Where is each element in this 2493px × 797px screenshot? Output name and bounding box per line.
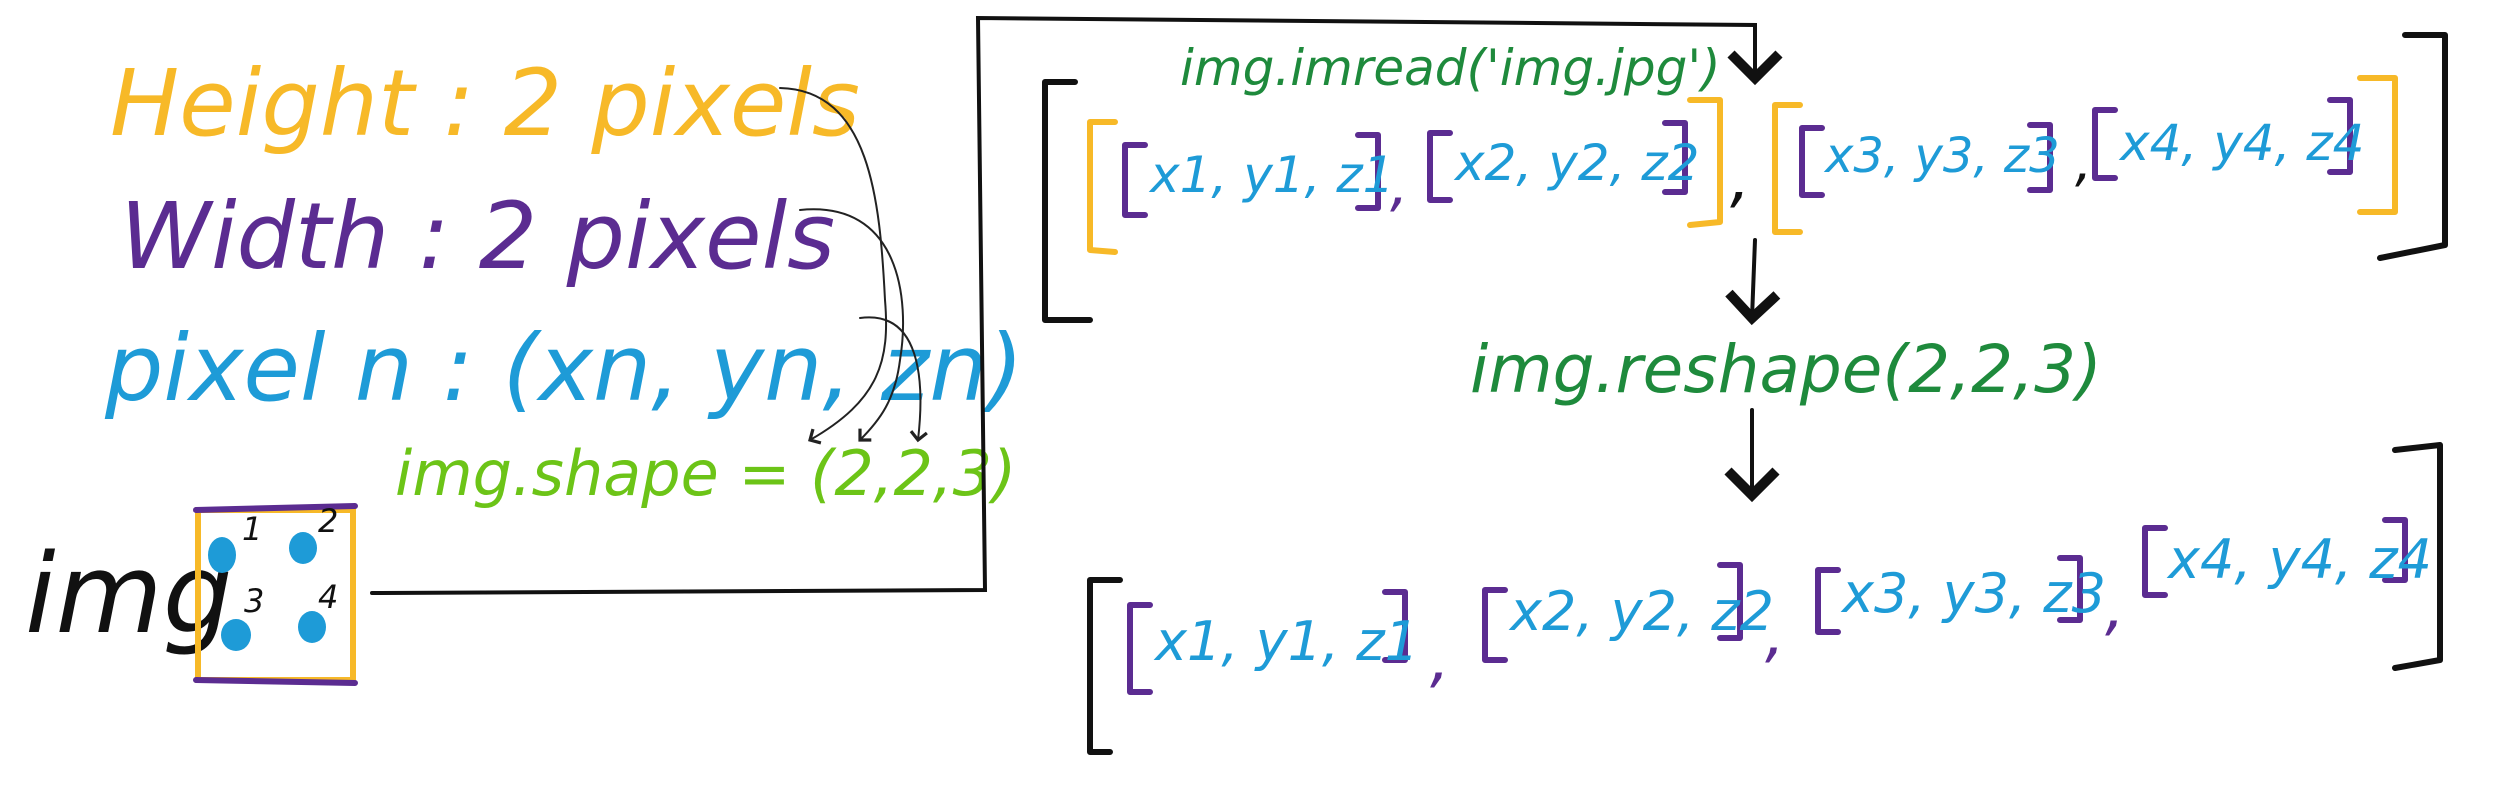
- pixel-label: pixel n : (xn, yn, zn): [104, 315, 1023, 422]
- height-label: Height : 2 pixels: [110, 50, 860, 157]
- width-label: Width : 2 pixels: [120, 183, 835, 290]
- arrow-to-reshape: [1725, 238, 1781, 326]
- top-row2-bracket-right: [2357, 75, 2398, 215]
- imread-label: img.imread('img.jpg'): [1180, 39, 1721, 97]
- bottom-outer-bracket-left: [1087, 577, 1123, 755]
- pixel-dot-4: [298, 611, 326, 643]
- top-outer-bracket-right: [2377, 32, 2448, 261]
- pixel-number-3: 3: [244, 582, 264, 620]
- top-outer-bracket-left: [1042, 79, 1093, 323]
- bottom-pixel-1: x1, y1, z1: [1153, 610, 1419, 673]
- pixel-dot-2: [289, 532, 317, 564]
- top-row2-bracket-left: [1772, 102, 1803, 235]
- top-row1-bracket-left: [1087, 119, 1118, 255]
- bottom-pixel-2: x2, y2, z2: [1508, 580, 1774, 643]
- top-row1-sep-inner: ,: [1390, 151, 1408, 219]
- height-to-shape-arrow: [779, 87, 888, 445]
- pixel-number-2: 2: [318, 502, 338, 540]
- top-row1-pixel-2: x2, y2, z2: [1453, 134, 1699, 192]
- top-row-separator: ,: [1730, 142, 1750, 216]
- pixel-number-4: 4: [318, 578, 338, 616]
- connector-line: [370, 15, 1783, 595]
- top-row1-pixel-1: x1, y1, z1: [1148, 146, 1394, 204]
- img-shape-label: img.shape = (2,2,3): [395, 437, 1016, 510]
- bottom-sep-3: ,: [2105, 570, 2125, 643]
- reshape-label: img.reshape(2,2,3): [1470, 331, 2102, 408]
- top-row2-pixel-2: x4, y4, z4: [2118, 114, 2364, 172]
- top-row1-bracket-right: [1687, 97, 1723, 228]
- pixel-number-1: 1: [242, 510, 262, 548]
- bottom-pixel-3: x3, y3, z3: [1840, 562, 2106, 625]
- bottom-pixel-4: x4, y4, z4: [2166, 528, 2432, 591]
- top-row2-pixel-1: x3, y3, z3: [1823, 128, 2060, 184]
- img-label: img: [25, 530, 233, 658]
- pixel-to-shape-arrow: [859, 316, 928, 443]
- bottom-outer-bracket-right: [2392, 442, 2443, 671]
- bottom-sep-1: ,: [1430, 622, 1450, 695]
- bottom-sep-2: ,: [1765, 597, 1785, 670]
- pixel-dot-3: [221, 619, 251, 651]
- pixel-dot-1: [208, 537, 236, 573]
- top-row2-sep-inner: ,: [2075, 130, 2092, 193]
